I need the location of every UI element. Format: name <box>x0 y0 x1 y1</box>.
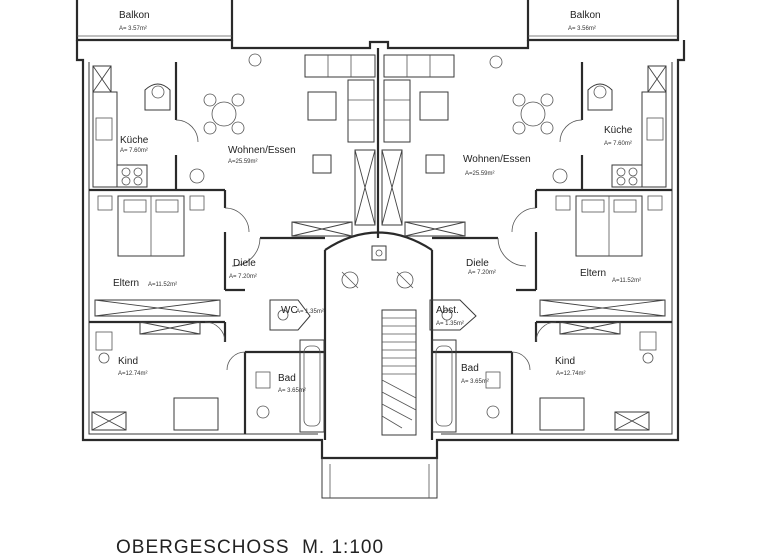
room-label-wohnen-right: Wohnen/Essen <box>463 154 531 165</box>
room-area-kueche-left: A= 7.60m² <box>120 148 148 154</box>
balcony-left <box>75 0 234 42</box>
kitchen-left-fixtures <box>92 83 171 188</box>
bath-right-fixtures <box>431 309 501 433</box>
left-unit-walls <box>89 62 325 434</box>
room-label-kueche-left: Küche <box>120 135 149 146</box>
room-area-abst: A= 1.35m² <box>436 321 464 327</box>
room-label-eltern-right: Eltern <box>580 268 606 279</box>
room-label-wohnen-left: Wohnen/Essen <box>228 145 296 156</box>
built-in-units <box>91 65 667 431</box>
exterior-walls <box>75 40 686 499</box>
living-right-furniture <box>383 54 568 184</box>
plan-title: OBERGESCHOSS M. 1:100 <box>116 537 384 558</box>
room-area-diele-left: A= 7.20m² <box>229 274 257 280</box>
room-area-eltern-left: A=11.52m² <box>148 282 177 288</box>
room-area-wc: A= 1.35m² <box>296 309 324 315</box>
room-label-eltern-left: Eltern <box>113 278 139 289</box>
room-area-bad-right: A= 3.65m² <box>461 379 489 385</box>
room-label-kind-left: Kind <box>118 356 138 367</box>
room-area-kueche-right: A= 7.60m² <box>604 141 632 147</box>
room-area-kind-right: A=12.74m² <box>556 371 586 377</box>
kid-room-right-furniture <box>539 331 657 431</box>
kitchen-right-fixtures <box>587 83 667 188</box>
room-area-kind-left: A=12.74m² <box>118 371 148 377</box>
room-label-kueche-right: Küche <box>604 125 633 136</box>
room-label-balkon-left: Balkon <box>119 10 150 21</box>
room-area-wohnen-right: A=25.59m² <box>465 171 495 177</box>
room-label-kind-right: Kind <box>555 356 575 367</box>
kid-room-left-furniture <box>95 331 219 431</box>
room-area-balkon-right: A= 3.56m² <box>568 26 596 32</box>
bed-right <box>555 195 663 257</box>
room-area-balkon-left: A= 3.57m² <box>119 26 147 32</box>
room-label-diele-right: Diele <box>466 258 489 269</box>
bath-left-fixtures <box>255 309 325 433</box>
room-label-abst: Abst. <box>436 305 459 316</box>
room-label-bad-left: Bad <box>278 373 296 384</box>
living-left-furniture <box>189 53 376 184</box>
balcony-right <box>526 0 680 42</box>
room-area-bad-left: A= 3.65m² <box>278 388 306 394</box>
room-label-wc: WC <box>281 305 298 316</box>
bed-left <box>97 195 205 257</box>
room-area-diele-right: A= 7.20m² <box>468 270 496 276</box>
room-area-wohnen-left: A=25.59m² <box>228 159 258 165</box>
room-label-balkon-right: Balkon <box>570 10 601 21</box>
room-label-bad-right: Bad <box>461 363 479 374</box>
room-label-diele-left: Diele <box>233 258 256 269</box>
room-area-eltern-right: A=11.52m² <box>612 278 641 284</box>
stair-core <box>323 48 434 440</box>
